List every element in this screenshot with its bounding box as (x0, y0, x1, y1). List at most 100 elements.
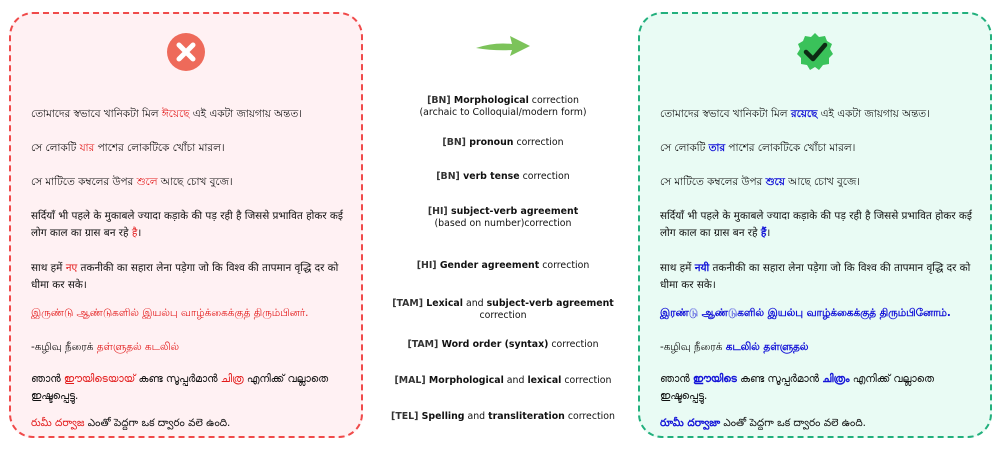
sentence-7: -கழிவு நீரைக் தள்ளுதல் கடலில் (31, 339, 347, 356)
highlighted-word: தள்ளுதல் கடலில் (96, 341, 180, 353)
sentence-text: সে লোকটি (31, 142, 80, 154)
highlighted-word: শুলে (136, 176, 158, 188)
sentence-text: എനിക്ക് വല്ലാതെ ഇഷ്ടപ്പെട്ടു. (31, 373, 329, 402)
correction-label-4: [HI] subject-verb agreement(based on num… (378, 206, 628, 230)
arrow-right-icon (476, 36, 530, 56)
sentence-text: পাশের লোকটিকে খোঁচা মারল। (94, 142, 225, 154)
highlighted-word: இருண்டு ஆண்டுகளில் இயல்பு வாழ்க்கைக்குத்… (31, 307, 309, 319)
label-text: transliteration (488, 411, 565, 422)
label-text: and (462, 298, 487, 309)
label-text: and (464, 411, 489, 422)
sentence-text: আছে চোখ বুজে। (157, 176, 233, 188)
label-subtext: (archaic to Colloquial/modern form) (419, 107, 587, 118)
highlighted-word: ഈയിടെയായ് (63, 373, 136, 385)
label-text: correction (548, 339, 599, 350)
sentence-text: সে মাটিতে কম্বলের উপর (660, 176, 766, 188)
highlighted-word: ചിത്ര (220, 373, 244, 385)
sentence-6: இரண்டு ஆண்டுகளில் இயல்பு வாழ்க்கைக்குத் … (660, 305, 976, 322)
language-tag: [BN] (442, 137, 470, 148)
sentence-text: साथ हमें (660, 262, 695, 274)
sentence-8: ഞാൻ ഈയിടെയായ് കണ്ട സൂപ്പർമാൻ ചിത്ര എനിക്… (31, 371, 347, 405)
sentence-text: ఎంతో పెద్దగా ఒక ద్వారం వలె ఉంది. (720, 417, 866, 429)
sentence-6: இருண்டு ஆண்டுகளில் இயல்பு வாழ்க்கைக்குத்… (31, 305, 347, 322)
sentence-text: सर्दियाँ भी पहले के मुकाबले ज्यादा कड़ाक… (31, 210, 343, 239)
x-circle-icon (167, 33, 205, 71)
check-badge-icon (797, 33, 833, 70)
highlighted-word: है (131, 227, 138, 239)
sentence-text: পাশের লোকটিকে খোঁচা মারল। (725, 142, 856, 154)
sentence-text: -கழிவு நீரைக் (31, 341, 97, 353)
label-text: Morphological (428, 375, 504, 386)
sentence-1: তোমাদের স্বভাবে খানিকটা মিল ঈয়েছে এই এক… (31, 106, 347, 123)
label-text: and (503, 375, 528, 386)
sentence-text: তোমাদের স্বভাবে খানিকটা মিল (31, 108, 162, 120)
incorrect-sentences-panel: তোমাদের স্বভাবে খানিকটা মিল ঈয়েছে এই এক… (9, 12, 363, 438)
label-text: Spelling (421, 411, 465, 422)
sentence-text: तकनीकी का सहारा लेना पड़ेगा जो कि विश्व … (31, 262, 339, 291)
highlighted-word: రుమీ దర్వాజ (31, 417, 85, 429)
highlighted-word: हैं (760, 227, 767, 239)
highlighted-word: नए (65, 262, 78, 274)
label-text: verb tense (463, 171, 520, 182)
highlighted-word: ഈയിടെ (692, 373, 737, 385)
sentence-1: তোমাদের স্বভাবে খানিকটা মিল রয়েছে এই এক… (660, 106, 976, 123)
sentence-3: সে মাটিতে কম্বলের উপর শুলে আছে চোখ বুজে। (31, 174, 347, 191)
highlighted-word: இரண்டு ஆண்டுகளில் இயல்பு வாழ்க்கைக்குத் … (660, 307, 951, 319)
sentence-text: এই একটা জায়গায় অন্তত। (817, 108, 930, 120)
language-tag: [TEL] (391, 411, 422, 422)
label-text: Morphological (453, 95, 529, 106)
sentence-text: എനിക്ക് വല്ലാതെ ഇഷ്ടപ്പെട്ടു. (660, 373, 934, 402)
sentence-text: साथ हमें (31, 262, 66, 274)
language-tag: [HI] (416, 260, 440, 271)
language-tag: [MAL] (394, 375, 429, 386)
label-text: correction (561, 375, 612, 386)
sentence-7: -கழிவு நீரைக் கடலில் தள்ளுதல் (660, 339, 976, 356)
sentence-3: সে মাটিতে কম্বলের উপর শুয়ে আছে চোখ বুজে… (660, 174, 976, 191)
label-text: correction (539, 260, 590, 271)
sentence-8: ഞാൻ ഈയിടെ കണ്ട സൂപ്പർമാൻ ചിത്രം എനിക്ക് … (660, 371, 976, 405)
sentence-text: तकनीकी का सहारा लेना पड़ेगा जो कि विश्व … (660, 262, 971, 291)
label-text: correction (519, 171, 570, 182)
sentence-text: সে লোকটি (660, 142, 709, 154)
sentence-text: ఎంతో పెద్దగా ఒక ద్వారం వలె ఉంది. (84, 417, 231, 429)
label-text: lexical (527, 375, 562, 386)
language-tag: [TAM] (392, 298, 427, 309)
sentence-9: రుమీ దర్వాజ ఎంతో పెద్దగా ఒక ద్వారం వలె ఉ… (31, 415, 347, 432)
correction-label-5: [HI] Gender agreement correction (378, 260, 628, 272)
correction-label-9: [TEL] Spelling and transliteration corre… (378, 411, 628, 423)
sentence-text: കണ്ട സൂപ്പർമാൻ (736, 373, 823, 385)
highlighted-word: கடலில் தள்ளுதல் (725, 341, 809, 353)
highlighted-word: শুয়ে (765, 176, 785, 188)
label-text: correction (513, 137, 564, 148)
sentence-text: सर्दियाँ भी पहले के मुकाबले ज्यादा कड़ाक… (660, 210, 972, 239)
sentence-text: -கழிவு நீரைக் (660, 341, 726, 353)
label-text: correction (528, 95, 579, 106)
sentence-2: সে লোকটি তার পাশের লোকটিকে খোঁচা মারল। (660, 140, 976, 157)
highlighted-word: রয়েছে (790, 108, 818, 120)
sentence-text: আছে চোখ বুজে। (784, 176, 860, 188)
correction-label-8: [MAL] Morphological and lexical correcti… (378, 375, 628, 387)
highlighted-word: যার (79, 142, 95, 154)
language-tag: [BN] (436, 171, 464, 182)
label-text: Word order (syntax) (441, 339, 549, 350)
language-tag: [TAM] (407, 339, 442, 350)
label-text: Gender agreement (439, 260, 540, 271)
corrected-sentences-panel: তোমাদের স্বভাবে খানিকটা মিল রয়েছে এই এক… (638, 12, 992, 438)
sentence-text: । (766, 227, 771, 239)
correction-label-1: [BN] Morphological correction(archaic to… (378, 95, 628, 119)
highlighted-word: రూమీ దర్వాజా (660, 417, 721, 429)
sentence-text: ഞാൻ (31, 373, 64, 385)
sentence-text: সে মাটিতে কম্বলের উপর (31, 176, 137, 188)
sentence-4: सर्दियाँ भी पहले के मुकाबले ज्यादा कड़ाक… (31, 208, 347, 242)
highlighted-word: ঈয়েছে (161, 108, 190, 120)
highlighted-word: তার (708, 142, 726, 154)
language-tag: [HI] (427, 206, 451, 217)
label-text: Lexical (426, 298, 463, 309)
highlighted-word: नयी (694, 262, 710, 274)
sentence-9: రూమీ దర్వాజా ఎంతో పెద్దగా ఒక ద్వారం వలె … (660, 415, 976, 432)
sentence-text: এই একটা জায়গায় অন্তত। (189, 108, 302, 120)
sentence-5: साथ हमें नए तकनीकी का सहारा लेना पड़ेगा … (31, 260, 347, 294)
correction-label-2: [BN] pronoun correction (378, 137, 628, 149)
correction-label-6: [TAM] Lexical and subject-verb agreement… (378, 298, 628, 322)
correction-label-3: [BN] verb tense correction (378, 171, 628, 183)
